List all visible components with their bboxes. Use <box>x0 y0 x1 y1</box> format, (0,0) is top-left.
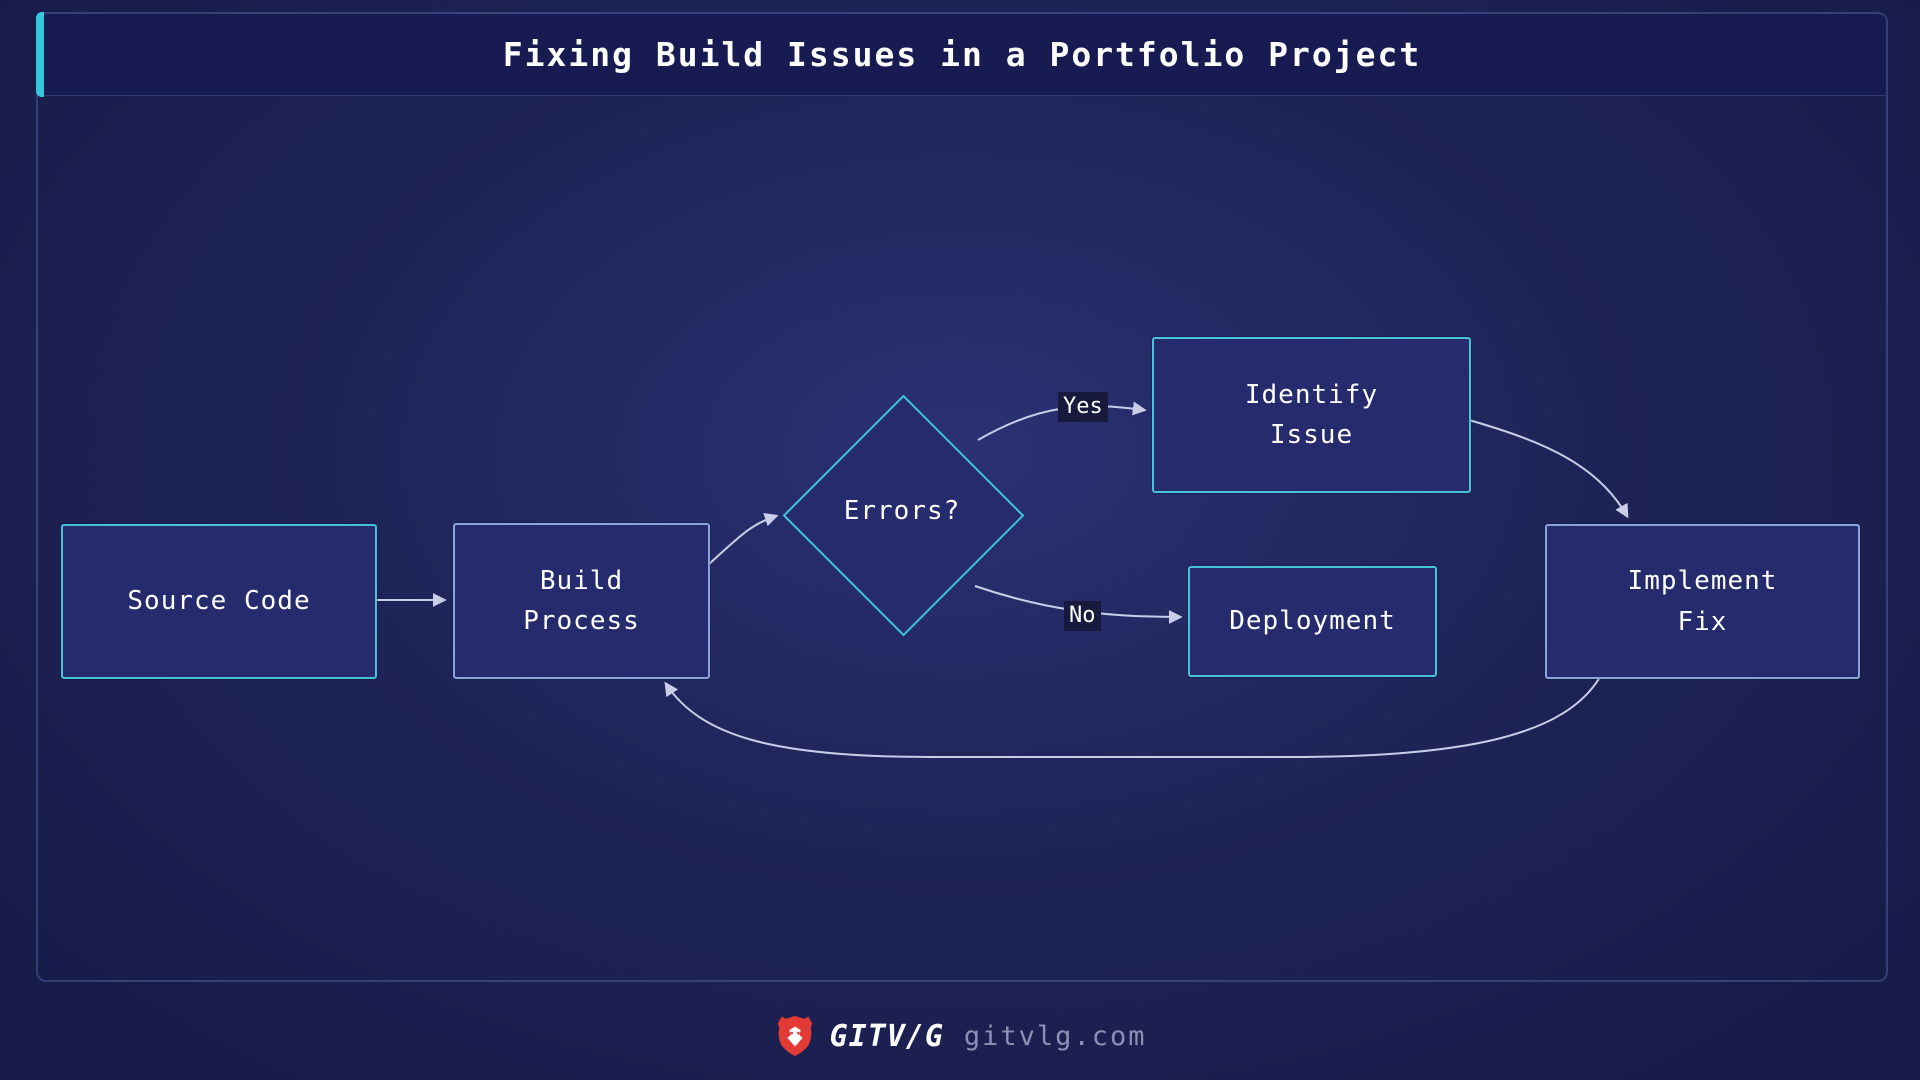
edge-label-yes: Yes <box>1058 392 1108 423</box>
footer-brand: GITV/G <box>829 1018 944 1054</box>
diagram-title: Fixing Build Issues in a Portfolio Proje… <box>502 35 1422 74</box>
title-accent-bar <box>36 12 44 97</box>
edge-label-no: No <box>1064 601 1101 632</box>
lion-shield-icon <box>777 1015 812 1057</box>
node-errors-label: Errors? <box>843 496 961 526</box>
footer: GITV/G gitvlg.com <box>0 1006 1920 1066</box>
node-identify-issue: Identify Issue <box>1152 337 1471 493</box>
diagram-frame: Fixing Build Issues in a Portfolio Proje… <box>36 12 1888 982</box>
footer-site-url: gitvlg.com <box>963 1020 1147 1052</box>
node-source-code: Source Code <box>61 524 377 679</box>
node-implement-fix: Implement Fix <box>1545 524 1860 679</box>
node-build-process: Build Process <box>453 523 710 679</box>
title-bar: Fixing Build Issues in a Portfolio Proje… <box>36 12 1886 97</box>
node-deployment: Deployment <box>1188 566 1437 677</box>
